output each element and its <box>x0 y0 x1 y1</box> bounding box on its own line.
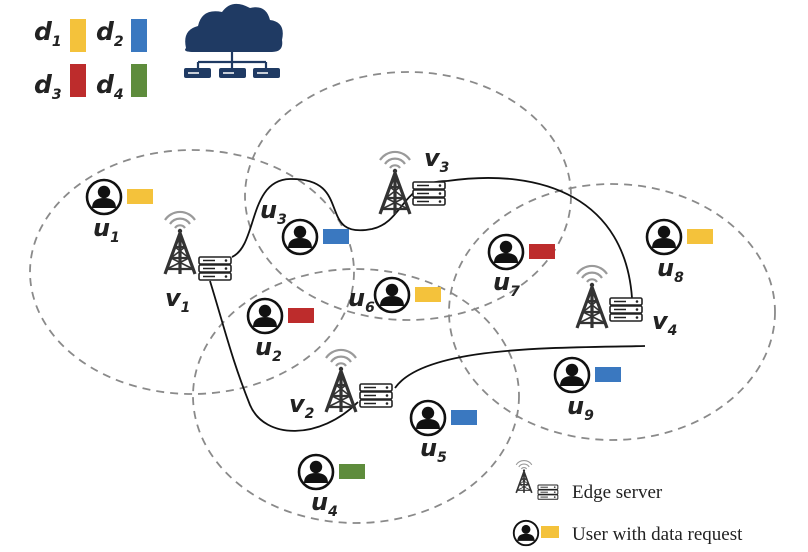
request-swatch-u4 <box>339 464 365 479</box>
user-u6: u6 <box>348 276 441 316</box>
node-legend: Edge server User with data request <box>512 459 743 547</box>
antenna-tower-icon <box>324 348 358 414</box>
user-label-u1: u1 <box>93 214 120 246</box>
user-label-u5: u5 <box>420 434 447 466</box>
user-label-u4: u4 <box>311 488 338 520</box>
link-v1-v2 <box>209 280 359 432</box>
user-avatar-icon <box>246 297 284 335</box>
edge-server-label-v1: v1 <box>165 284 190 316</box>
edge-server-icon <box>537 484 559 500</box>
coverage-area-v1 <box>29 149 355 395</box>
user-label-u8: u8 <box>657 254 684 286</box>
legend-user-request: User with data request <box>512 519 743 547</box>
user-avatar-icon <box>409 399 447 437</box>
antenna-tower-icon <box>575 264 609 330</box>
request-swatch-u5 <box>451 410 477 425</box>
user-avatar-icon <box>281 218 319 256</box>
coverage-area-v2 <box>192 268 520 524</box>
data-legend-label-d2: d2 <box>96 17 124 50</box>
edge-server-icon <box>412 181 446 206</box>
user-label-u9: u9 <box>567 392 594 424</box>
data-legend-label-d1: d1 <box>34 17 62 50</box>
user-u5: u5 <box>409 399 477 466</box>
request-swatch-u6 <box>415 287 441 302</box>
user-label-u7: u7 <box>493 268 520 300</box>
link-v3-v4 <box>446 177 633 299</box>
data-legend-label-d4: d4 <box>96 70 124 103</box>
data-legend-label-d3: d3 <box>34 70 62 103</box>
user-u8: u8 <box>645 218 713 286</box>
user-avatar-icon <box>487 233 525 271</box>
edge-server-icon <box>359 383 393 408</box>
request-swatch-u9 <box>595 367 621 382</box>
edge-servers: v1 v2 v3 v4 <box>163 144 677 422</box>
request-swatch-u1 <box>127 189 153 204</box>
edge-server-label-v2: v2 <box>289 390 314 422</box>
users: u1 u2 u3 u4 u5 u6 u7 u8 u9 <box>85 178 713 520</box>
user-avatar-icon <box>373 276 411 314</box>
user-u3: u3 <box>260 196 349 256</box>
request-swatch-u3 <box>323 229 349 244</box>
user-avatar-icon <box>645 218 683 256</box>
legend-edge-server-label: Edge server <box>572 482 663 503</box>
user-u2: u2 <box>246 297 314 365</box>
edge-server-v2: v2 <box>289 348 393 422</box>
edge-server-v1: v1 <box>163 210 232 316</box>
data-legend-swatch-d1 <box>70 19 86 52</box>
backhaul-links <box>209 177 646 432</box>
user-avatar-icon <box>553 356 591 394</box>
legend-user-request-label: User with data request <box>572 524 743 545</box>
data-legend-d2: d2 <box>96 17 147 52</box>
request-swatch-u2 <box>288 308 314 323</box>
coverage-area-v3 <box>244 71 572 321</box>
user-label-u6: u6 <box>348 284 375 316</box>
request-swatch-u8 <box>687 229 713 244</box>
data-legend-swatch-d4 <box>131 64 147 97</box>
request-swatch-u7 <box>529 244 555 259</box>
user-avatar-icon <box>512 519 540 547</box>
data-legend-swatch-d3 <box>70 64 86 97</box>
edge-server-icon <box>609 297 643 322</box>
edge-server-label-v3: v3 <box>424 144 449 176</box>
data-legend-d1: d1 <box>34 17 86 52</box>
user-u1: u1 <box>85 178 153 246</box>
user-label-u2: u2 <box>255 333 282 365</box>
user-avatar-icon <box>297 453 335 491</box>
data-legend-d4: d4 <box>96 64 147 103</box>
antenna-tower-icon <box>163 210 197 276</box>
edge-server-v4: v4 <box>575 264 677 339</box>
user-u9: u9 <box>553 356 621 424</box>
legend-request-swatch <box>541 526 559 538</box>
data-type-legend: d1 d2 d3 d4 <box>34 17 147 103</box>
antenna-tower-icon <box>378 150 412 216</box>
antenna-tower-icon <box>515 459 533 494</box>
data-legend-swatch-d2 <box>131 19 147 52</box>
edge-server-v3: v3 <box>378 144 449 216</box>
edge-server-label-v4: v4 <box>652 307 677 339</box>
user-u4: u4 <box>297 453 365 520</box>
data-legend-d3: d3 <box>34 64 86 103</box>
user-u7: u7 <box>487 233 555 300</box>
coverage-area-v4 <box>448 183 776 441</box>
link-v1-v3 <box>231 178 448 258</box>
link-v2-v4 <box>394 345 646 389</box>
user-avatar-icon <box>85 178 123 216</box>
edge-server-icon <box>198 256 232 281</box>
cloud-server-icon <box>184 3 283 78</box>
user-label-u3: u3 <box>260 196 287 228</box>
legend-edge-server: Edge server <box>515 459 663 503</box>
